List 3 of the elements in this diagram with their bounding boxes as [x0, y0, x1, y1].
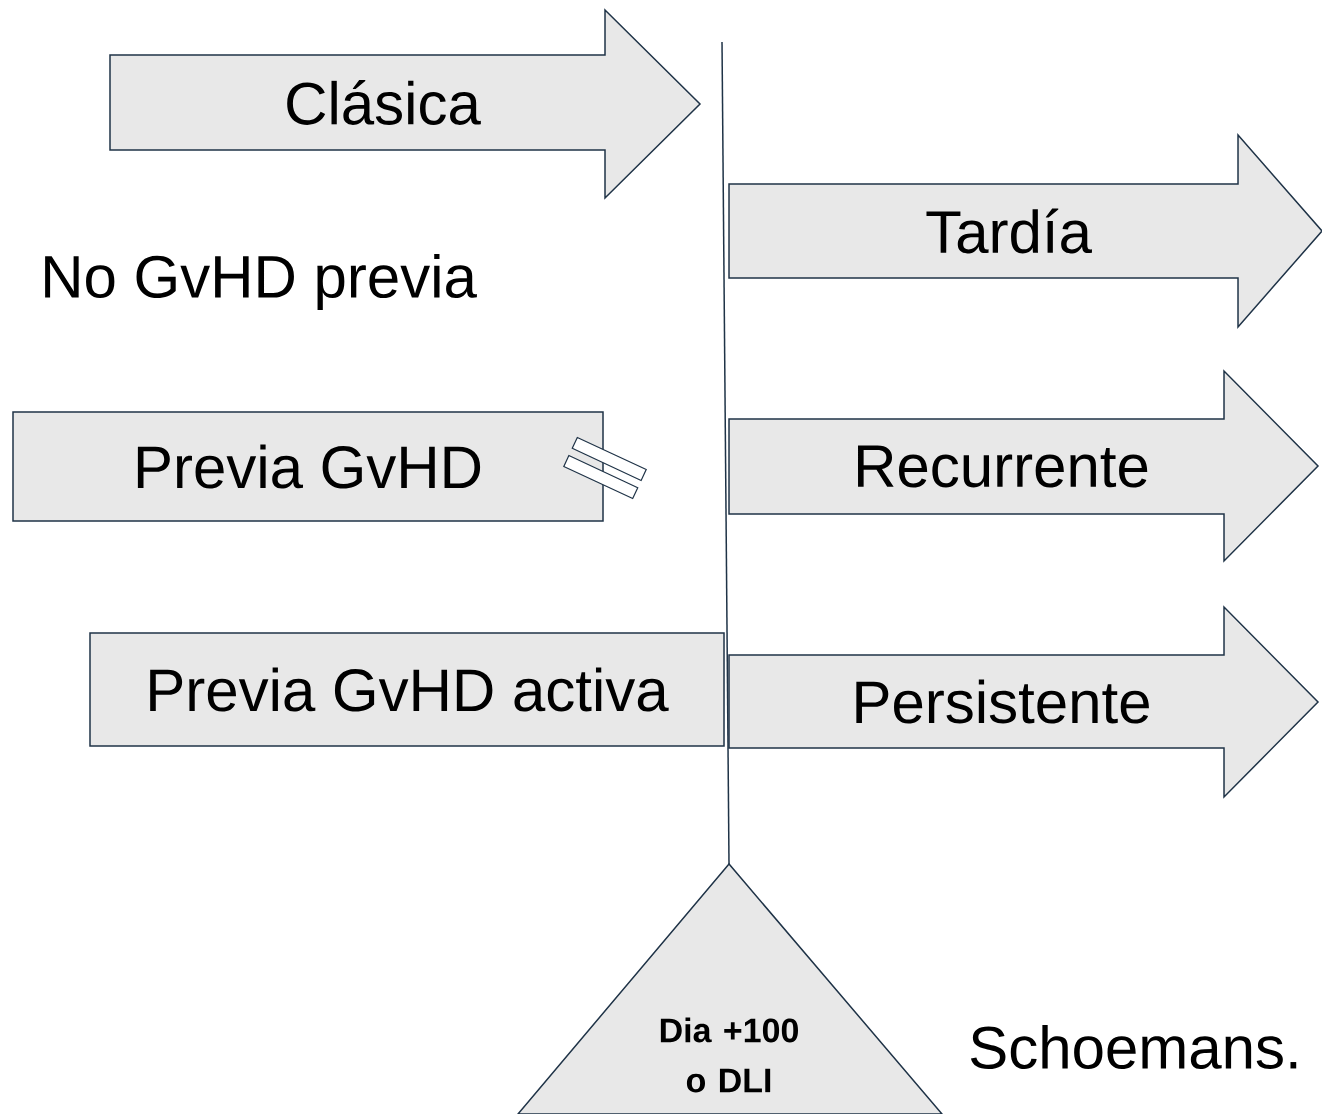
text-box: Previa GvHD activa	[89, 632, 725, 747]
note-text: No GvHD previa	[45, 254, 477, 310]
text-box: Previa GvHD	[12, 411, 604, 522]
